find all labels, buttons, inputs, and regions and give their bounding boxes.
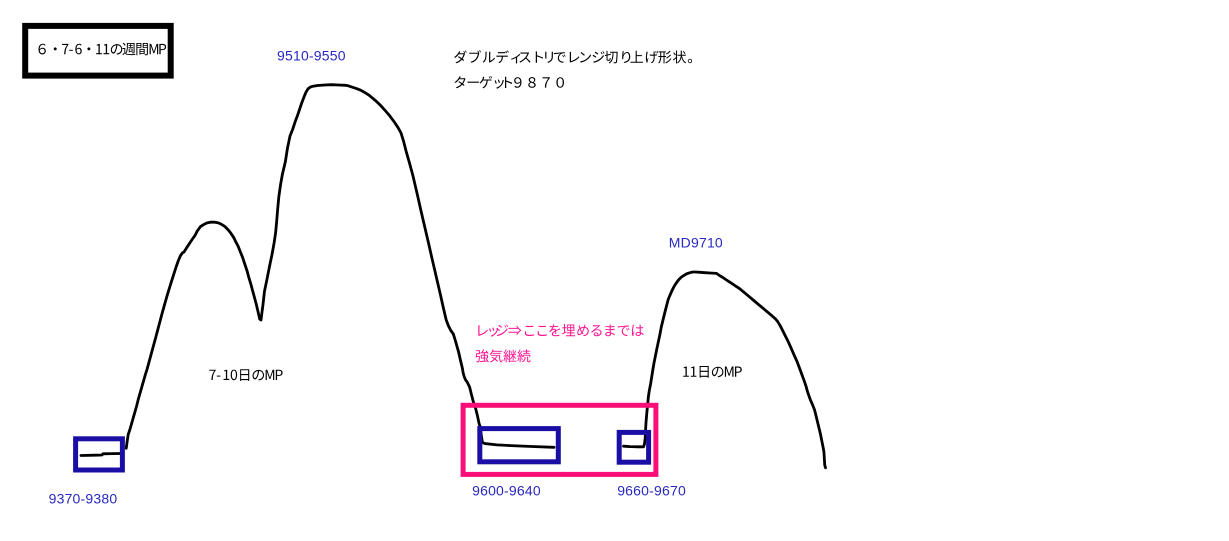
svg-text:9510-9550: 9510-9550 [277,48,346,64]
svg-text:9600-9640: 9600-9640 [472,483,541,499]
svg-text:MD9710: MD9710 [669,235,723,251]
svg-text:9660-9670: 9660-9670 [617,483,686,499]
svg-text:9370-9380: 9370-9380 [49,490,118,506]
